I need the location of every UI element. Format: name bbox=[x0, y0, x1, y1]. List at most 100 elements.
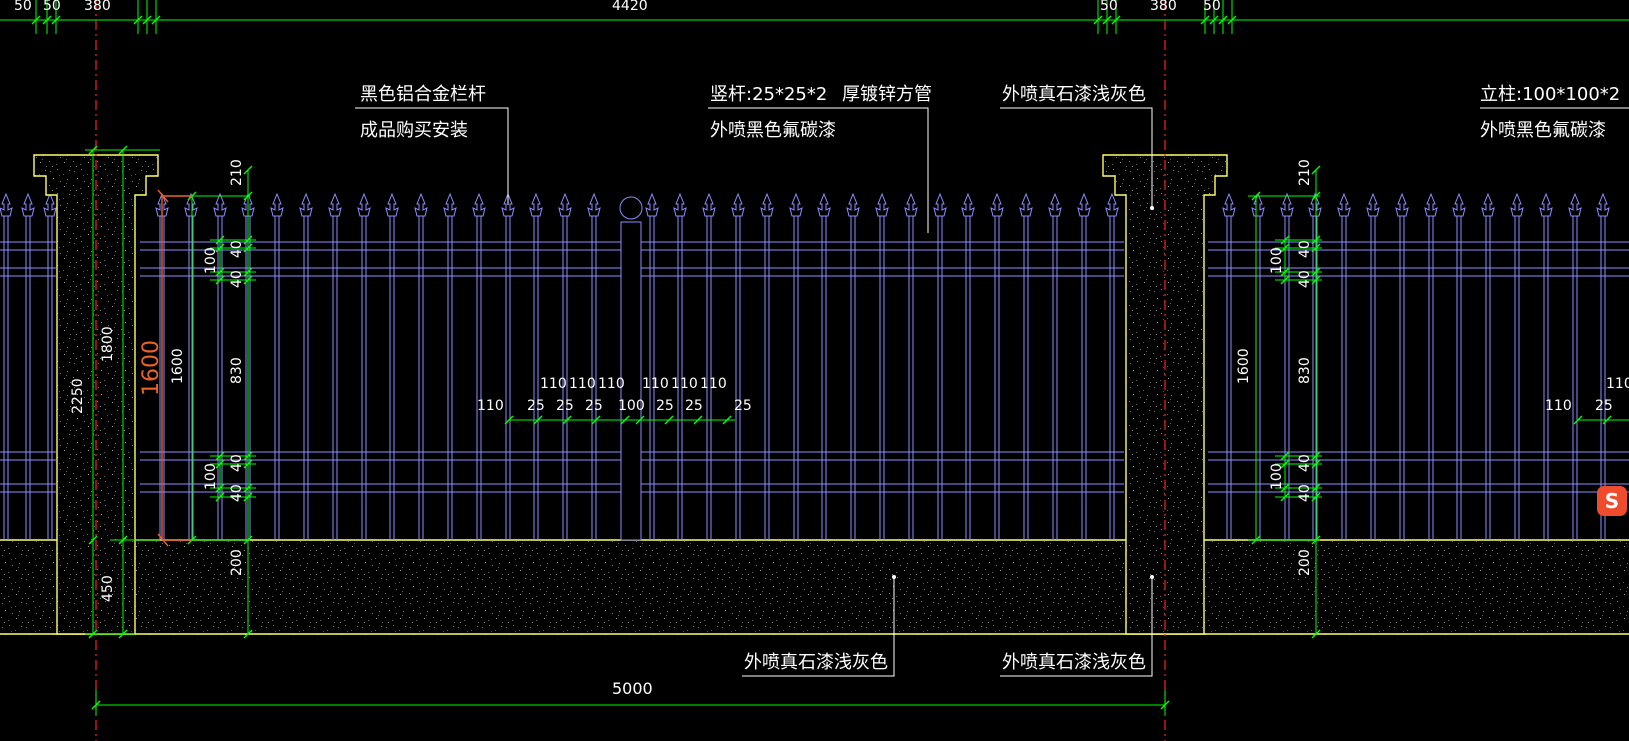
fence-spike bbox=[270, 193, 284, 223]
fence-spike bbox=[731, 193, 745, 223]
note-post-paint: 外喷黑色氟碳漆 bbox=[1480, 120, 1606, 141]
fence-post-ball bbox=[619, 196, 643, 220]
dimension-tick bbox=[664, 415, 674, 425]
dimension-tick bbox=[42, 15, 52, 25]
dimension-tick bbox=[1200, 15, 1210, 25]
dim-spacing-right: 110 bbox=[1606, 376, 1629, 392]
dimension-tick bbox=[151, 15, 161, 25]
dimension-tick bbox=[243, 165, 253, 175]
dimension-tick bbox=[1311, 451, 1321, 461]
fence-spike bbox=[1424, 193, 1438, 223]
dim-top-left-b: 50 bbox=[43, 0, 61, 14]
orange-dimension bbox=[157, 189, 192, 547]
dimension-tick bbox=[1311, 243, 1321, 253]
dim-top-pillar-b: 380 bbox=[1150, 0, 1177, 14]
fence-spike bbox=[1366, 193, 1380, 223]
base-wall bbox=[0, 539, 1629, 635]
notes: 黑色铝合金栏杆 成品购买安装 竖杆:25*25*2 厚镀锌方管 外喷黑色氟碳漆 … bbox=[360, 84, 1620, 673]
dim-spacing-top: 110 bbox=[569, 376, 596, 392]
sogou-ime-icon[interactable]: S bbox=[1597, 486, 1627, 516]
fence-spike bbox=[846, 193, 860, 223]
dim-spacing-top: 110 bbox=[540, 376, 567, 392]
note-aluminum-rail: 黑色铝合金栏杆 bbox=[360, 84, 486, 105]
dimension-tick bbox=[215, 243, 225, 253]
dim-top-right-b: 50 bbox=[1203, 0, 1221, 14]
dimension-lines bbox=[0, 0, 1629, 715]
dimension-tick bbox=[1280, 267, 1290, 277]
dimension-tick bbox=[243, 275, 253, 285]
dim-fence-height: 1600 bbox=[170, 348, 186, 384]
dimension-tick bbox=[1280, 483, 1290, 493]
dim-spacing-right: 110 bbox=[1545, 398, 1572, 414]
fence-spike bbox=[1222, 193, 1236, 223]
dimension-tick bbox=[1311, 165, 1321, 175]
fence-spike bbox=[299, 193, 313, 223]
dimension-tick bbox=[133, 15, 143, 25]
dim-spacing-bottom: 25 bbox=[656, 398, 674, 414]
dimension-tick bbox=[722, 415, 732, 425]
dim-mid-panel: 830 bbox=[229, 357, 245, 384]
fence-spike bbox=[760, 193, 774, 223]
dim-top-span: 4420 bbox=[612, 0, 648, 14]
dim-rail-top-gap-right: 100 bbox=[1269, 247, 1285, 274]
dimension-tick bbox=[1218, 15, 1228, 25]
dimension-tick bbox=[1102, 15, 1112, 25]
fence-spike bbox=[1395, 193, 1409, 223]
fence-spike bbox=[529, 193, 543, 223]
fence-spike bbox=[933, 193, 947, 223]
fence-spike bbox=[1105, 193, 1119, 223]
fence-spike bbox=[904, 193, 918, 223]
dimension-tick bbox=[504, 415, 514, 425]
leader-dots bbox=[892, 206, 1154, 579]
fence-spike bbox=[443, 193, 457, 223]
fence-spike bbox=[184, 193, 198, 223]
dim-spacing-top: 110 bbox=[671, 376, 698, 392]
dimension-tick bbox=[1209, 15, 1219, 25]
fence-spike bbox=[558, 193, 572, 223]
dim-rail-top-b-right: 40 bbox=[1297, 270, 1313, 288]
fence-spike bbox=[702, 193, 716, 223]
dim-rail-bot-a: 40 bbox=[229, 454, 245, 472]
fence-spike bbox=[328, 193, 342, 223]
note-pillar-paint-top: 外喷真石漆浅灰色 bbox=[1002, 84, 1146, 105]
dimension-tick bbox=[88, 145, 98, 155]
fence-spike bbox=[990, 193, 1004, 223]
dimension-tick bbox=[51, 15, 61, 25]
dimension-tick bbox=[243, 483, 253, 493]
dimension-tick bbox=[91, 700, 101, 710]
fence-spike bbox=[213, 193, 227, 223]
dimension-tick bbox=[243, 535, 253, 545]
dim-spacing-bottom: 25 bbox=[556, 398, 574, 414]
dimension-tick bbox=[1093, 15, 1103, 25]
note-base-paint-right: 外喷真石漆浅灰色 bbox=[1002, 652, 1146, 673]
dim-fence-height-right: 1600 bbox=[1236, 348, 1252, 384]
dim-rail-bot-gap: 100 bbox=[203, 463, 219, 490]
fence-spike bbox=[1077, 193, 1091, 223]
dim-rail-top-a-right: 40 bbox=[1297, 240, 1313, 258]
dimension-tick bbox=[533, 415, 543, 425]
fence-spike bbox=[1048, 193, 1062, 223]
fence-spike bbox=[472, 193, 486, 223]
dimension-tick bbox=[88, 629, 98, 639]
fence-spike bbox=[789, 193, 803, 223]
dim-base-height: 200 bbox=[229, 549, 245, 576]
fence-spike bbox=[1481, 193, 1495, 223]
dimension-tick bbox=[1311, 492, 1321, 502]
dimension-tick bbox=[215, 459, 225, 469]
dim-rail-bot-b: 40 bbox=[229, 484, 245, 502]
dimension-labels: 50 50 380 4420 50 380 50 5000 2250 1800 … bbox=[14, 0, 1629, 698]
dim-spacing-right: 25 bbox=[1595, 398, 1613, 414]
fence-spike bbox=[1337, 193, 1351, 223]
dimension-tick bbox=[1573, 415, 1583, 425]
note-base-paint-left: 外喷真石漆浅灰色 bbox=[744, 652, 888, 673]
dimension-ticks bbox=[31, 15, 1612, 710]
dimension-tick bbox=[118, 535, 128, 545]
dimension-tick bbox=[243, 629, 253, 639]
dimension-tick bbox=[620, 415, 630, 425]
dim-top-right-a: 50 bbox=[1100, 0, 1118, 14]
dimension-tick bbox=[1311, 267, 1321, 277]
dimension-tick bbox=[1280, 451, 1290, 461]
dimension-tick bbox=[1311, 629, 1321, 639]
dimension-tick bbox=[1160, 700, 1170, 710]
